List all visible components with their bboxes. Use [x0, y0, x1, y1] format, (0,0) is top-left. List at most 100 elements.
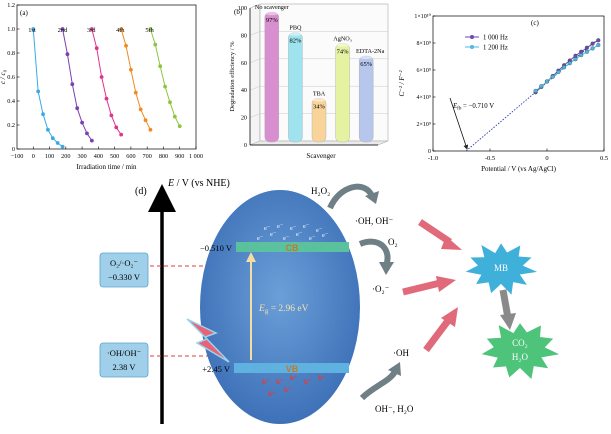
data-point: [65, 52, 70, 57]
hole: h⁺: [318, 374, 326, 382]
x-tick-label: 100: [45, 153, 54, 160]
gray-down-arrow-head: [500, 313, 516, 330]
data-point: [153, 42, 158, 47]
x-tick-label: 500: [110, 153, 119, 160]
data-point: [55, 141, 60, 145]
grid-line: [249, 58, 261, 64]
grid-line: [249, 140, 261, 146]
data-point: [539, 84, 544, 89]
bar: [359, 55, 374, 143]
data-point: [584, 49, 589, 54]
data-point: [31, 27, 36, 31]
y-tick-label: 60: [241, 60, 247, 67]
data-point: [544, 79, 550, 84]
data-point: [590, 41, 595, 46]
data-point: [590, 46, 595, 51]
data-point: [148, 127, 153, 132]
data-point: [60, 27, 65, 31]
data-point: [138, 107, 143, 112]
y-tick-label: 2×10⁹: [417, 122, 431, 128]
bar: [288, 32, 303, 143]
x-tick-label: 400: [94, 153, 103, 160]
bar-cap: [335, 42, 350, 47]
hole: h⁺: [304, 378, 312, 386]
data-point: [133, 90, 138, 95]
y-axis-label: c / c₀: [0, 69, 7, 84]
plot-frame: [432, 15, 605, 152]
products-burst-shape: [481, 323, 560, 379]
series-line: [62, 28, 93, 141]
x-tick-label: 700: [143, 153, 152, 160]
bar-value-label: 82%: [289, 38, 302, 45]
data-point: [579, 53, 584, 58]
bar-cap: [264, 10, 279, 16]
red-arrow-2-head: [436, 276, 456, 292]
data-point: [148, 27, 153, 31]
y-tick-label: 0.2: [7, 122, 15, 129]
oh-products-label: ·OH, OH⁻: [355, 216, 393, 226]
red-arrow-1-head: [441, 236, 462, 250]
bar: [264, 11, 279, 143]
data-point: [573, 57, 578, 62]
data-point: [36, 89, 41, 94]
y-axis-label: C⁻² / F⁻²: [398, 70, 406, 97]
data-point: [60, 144, 65, 149]
x-tick-label: 300: [77, 153, 86, 160]
hole: h⁺: [276, 378, 284, 386]
superoxide-label: ·O₂⁻: [372, 284, 390, 294]
data-point: [99, 75, 104, 79]
y-tick-label: 1×10¹⁰: [414, 13, 431, 20]
energy-axis-label: E / V (vs NHE): [167, 178, 230, 189]
y-tick-label: 20: [241, 115, 247, 122]
panel-label: (b): [234, 8, 243, 16]
bar: [311, 98, 327, 143]
data-point: [104, 96, 109, 101]
mb-label: MB: [494, 263, 508, 273]
ref-box-o2: [99, 252, 149, 288]
data-point: [85, 131, 89, 136]
cb-label: CB: [286, 243, 299, 253]
vb-label: VB: [286, 364, 299, 374]
h2o2-label: H₂O₂: [311, 186, 330, 196]
y-tick-label: 8×10⁹: [417, 41, 431, 47]
mb-burst-shape: [465, 243, 538, 295]
electron: e⁻: [303, 223, 309, 230]
legend-marker: [470, 35, 474, 39]
electron: e⁻: [277, 223, 283, 230]
bar-value-label: 74%: [337, 49, 350, 56]
data-point: [80, 120, 84, 125]
conduction-band: [236, 242, 349, 252]
y-tick-label: 0.8: [7, 50, 15, 57]
ref-oh-potential: 2.38 V: [113, 362, 137, 372]
x-tick-label: -1.0: [428, 155, 438, 162]
series-label: 1st: [28, 27, 36, 34]
legend-label: 1 200 Hz: [483, 45, 508, 52]
y-tick-label: 0.4: [7, 98, 15, 105]
data-point: [177, 124, 182, 129]
y-tick-label: 6×10⁹: [417, 68, 431, 74]
data-point: [119, 132, 124, 137]
panel-d-diagram: (d) E / V (vs NHE) O₂/·O₂⁻ −0.330 V ·OH/…: [99, 178, 560, 424]
bar-cap: [288, 31, 303, 36]
y-tick-label: 40: [241, 87, 247, 94]
grid-line: [249, 31, 261, 36]
data-point: [119, 27, 124, 31]
x-tick-label: −100: [11, 153, 24, 160]
bar-category-label: AgNO₃: [333, 36, 352, 43]
co2-label: CO₂: [512, 338, 528, 348]
hole: h⁺: [290, 374, 298, 382]
data-point: [89, 138, 94, 143]
series-label: 4th: [116, 27, 125, 34]
data-point: [158, 64, 163, 69]
oh-curve-arrow-head: [388, 362, 401, 376]
bar-category-label: PBQ: [289, 25, 302, 32]
h2o-label: H₂O: [512, 352, 529, 362]
ref-o2-potential: −0.330 V: [108, 272, 141, 282]
y-tick-label: 0: [12, 146, 15, 153]
bar-cap: [312, 97, 326, 102]
x-axis-label: Scavenger: [306, 152, 336, 160]
data-point: [75, 106, 80, 111]
bar-category-label: No scavenger: [255, 4, 289, 11]
